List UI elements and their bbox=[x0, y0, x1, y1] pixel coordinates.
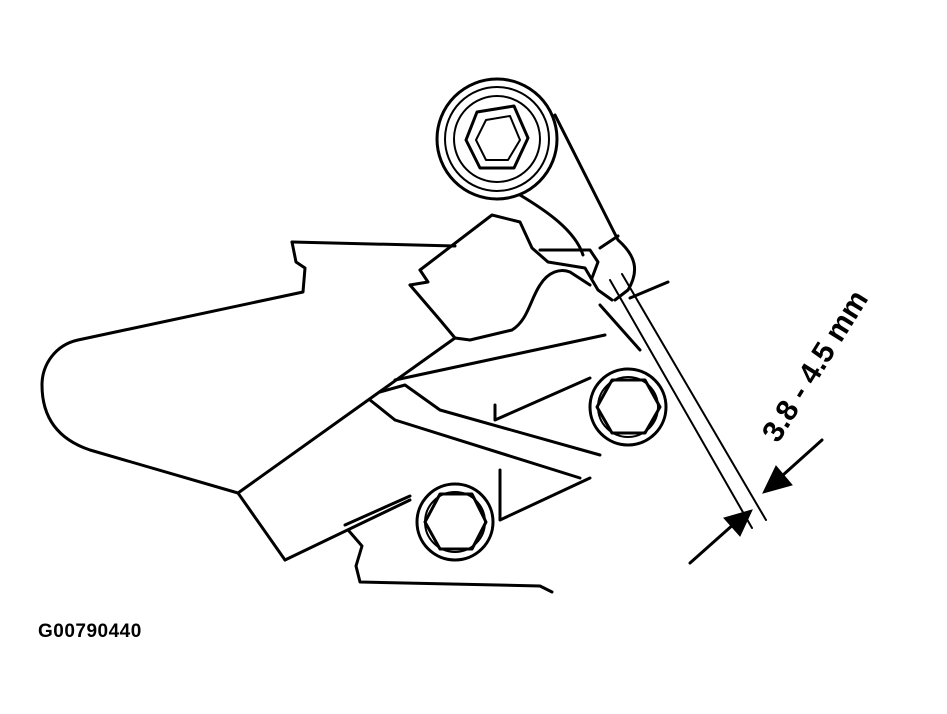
tensioner-block bbox=[236, 213, 642, 562]
tensioner-arm bbox=[518, 113, 670, 302]
middle-bolt bbox=[588, 367, 668, 447]
hex-bolt-icon bbox=[423, 492, 488, 551]
timing-belt bbox=[609, 273, 767, 529]
top-bolt bbox=[435, 77, 559, 201]
figure-id: G00790440 bbox=[38, 621, 142, 642]
hex-bolt-icon bbox=[464, 104, 530, 170]
dimension-label: 3.8 - 4.5 mm bbox=[756, 285, 875, 448]
lower-bolt bbox=[415, 482, 495, 562]
dimension-arrow-icon bbox=[688, 438, 824, 565]
hex-bolt-icon bbox=[595, 378, 662, 435]
engine-block-outline bbox=[40, 240, 554, 594]
